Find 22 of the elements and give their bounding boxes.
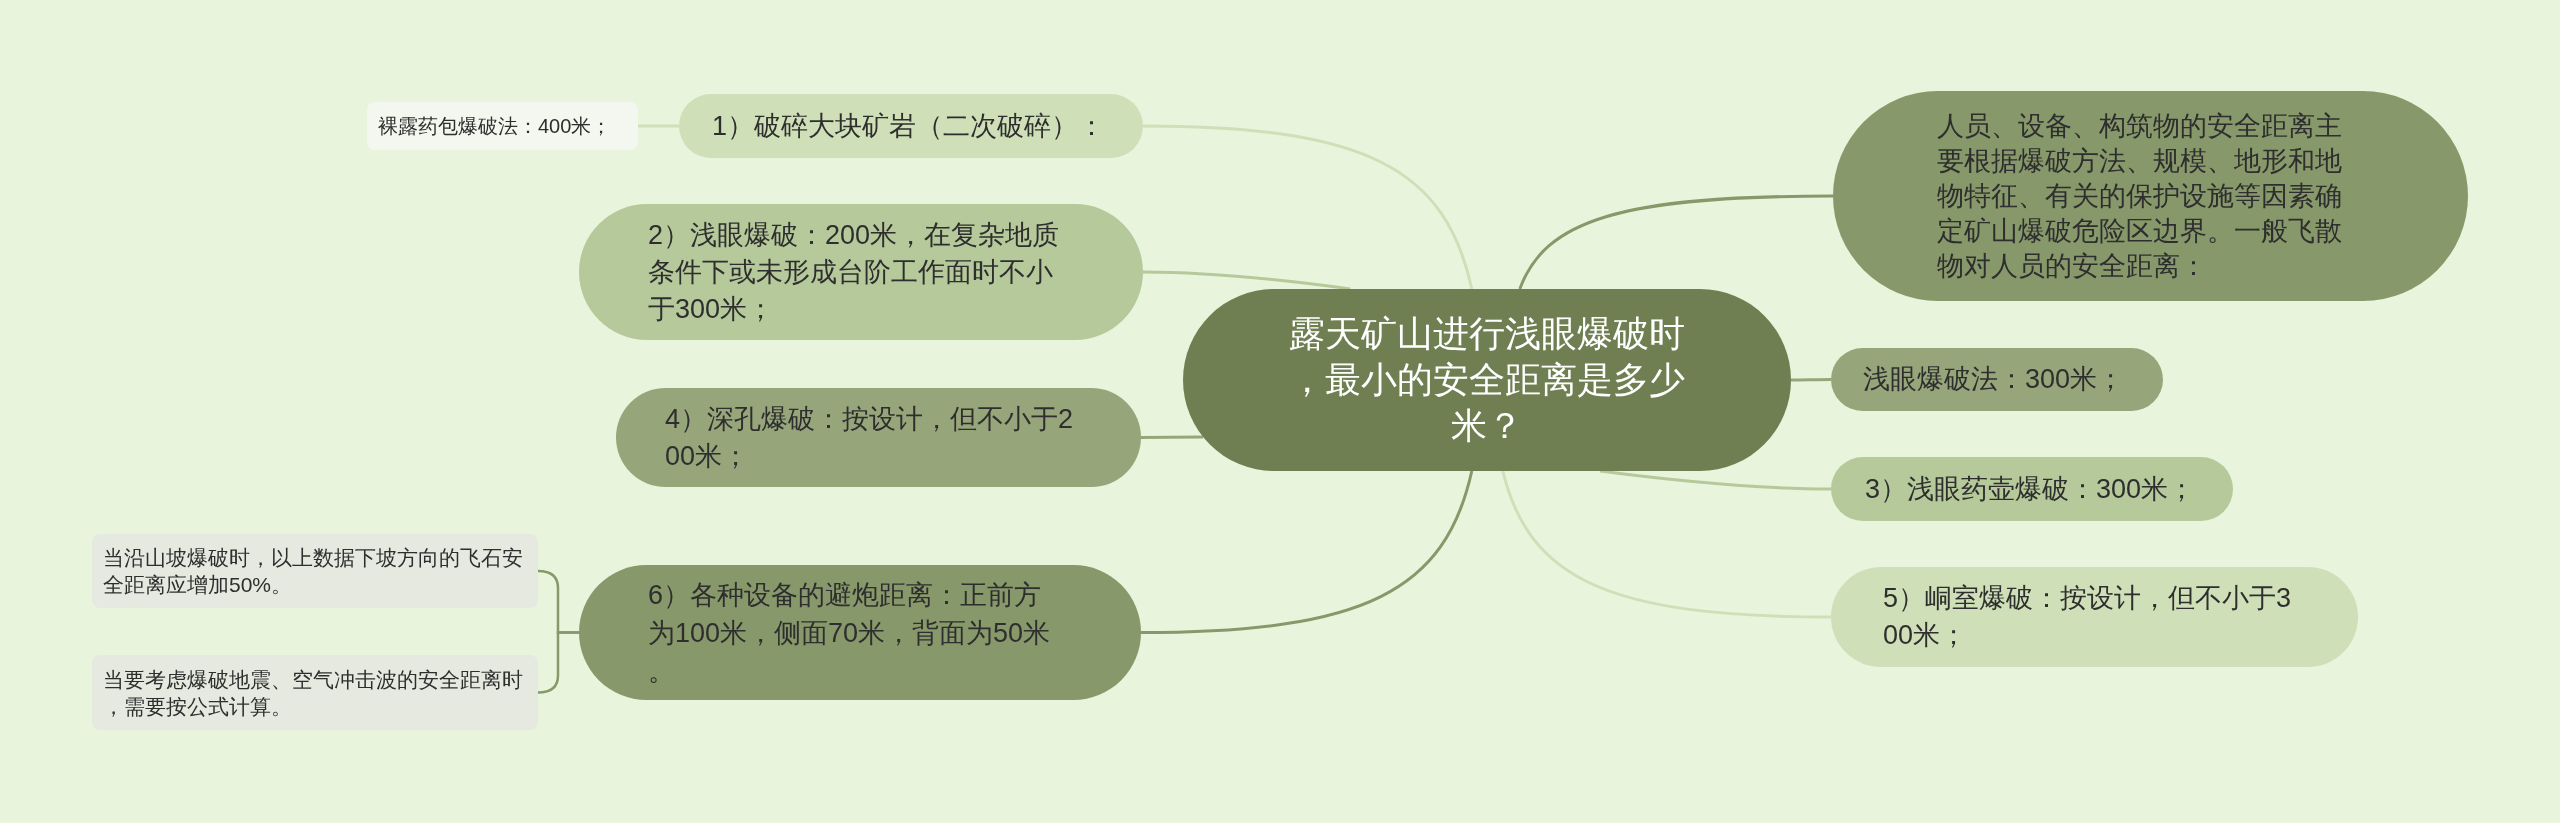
branch-line	[1518, 194, 1833, 290]
branch-line	[1143, 270, 1351, 291]
branch-line	[1141, 435, 1203, 439]
subtopic-bubble: 1）破碎大块矿岩（二次破碎）：	[679, 94, 1143, 158]
subtopic-bubble: 2）浅眼爆破：200米，在复杂地质条件下或未形成台阶工作面时不小于300米；	[579, 204, 1143, 340]
note-card: 裸露药包爆破法：400米；	[367, 102, 638, 150]
central-topic: 露天矿山进行浅眼爆破时，最小的安全距离是多少米？	[1183, 289, 1791, 471]
subtopic-bubble: 5）峒室爆破：按设计，但不小于300米；	[1831, 567, 2358, 667]
branch-line	[1142, 124, 1474, 290]
subtopic-bubble: 3）浅眼药壶爆破：300米；	[1831, 457, 2233, 521]
branch-line	[1140, 470, 1474, 634]
note-card: 当沿山坡爆破时，以上数据下坡方向的飞石安全距离应增加50%。	[92, 534, 538, 608]
branch-line	[638, 124, 679, 128]
subtopic-bubble: 6）各种设备的避炮距离：正前方为100米，侧面70米，背面为50米。	[579, 565, 1141, 700]
note-card: 当要考虑爆破地震、空气冲击波的安全距离时，需要按公式计算。	[92, 655, 538, 730]
bracket-connector	[537, 631, 579, 694]
branch-line	[1791, 378, 1831, 382]
subtopic-bubble: 浅眼爆破法：300米；	[1831, 348, 2163, 411]
branch-line	[1599, 469, 1831, 491]
subtopic-bubble: 人员、设备、构筑物的安全距离主要根据爆破方法、规模、地形和地物特征、有关的保护设施等因素确定矿山爆破危险区边界。一般飞散物对人员的安全距离：	[1833, 91, 2468, 301]
subtopic-bubble: 4）深孔爆破：按设计，但不小于200米；	[616, 388, 1141, 487]
branch-line	[1501, 470, 1832, 619]
